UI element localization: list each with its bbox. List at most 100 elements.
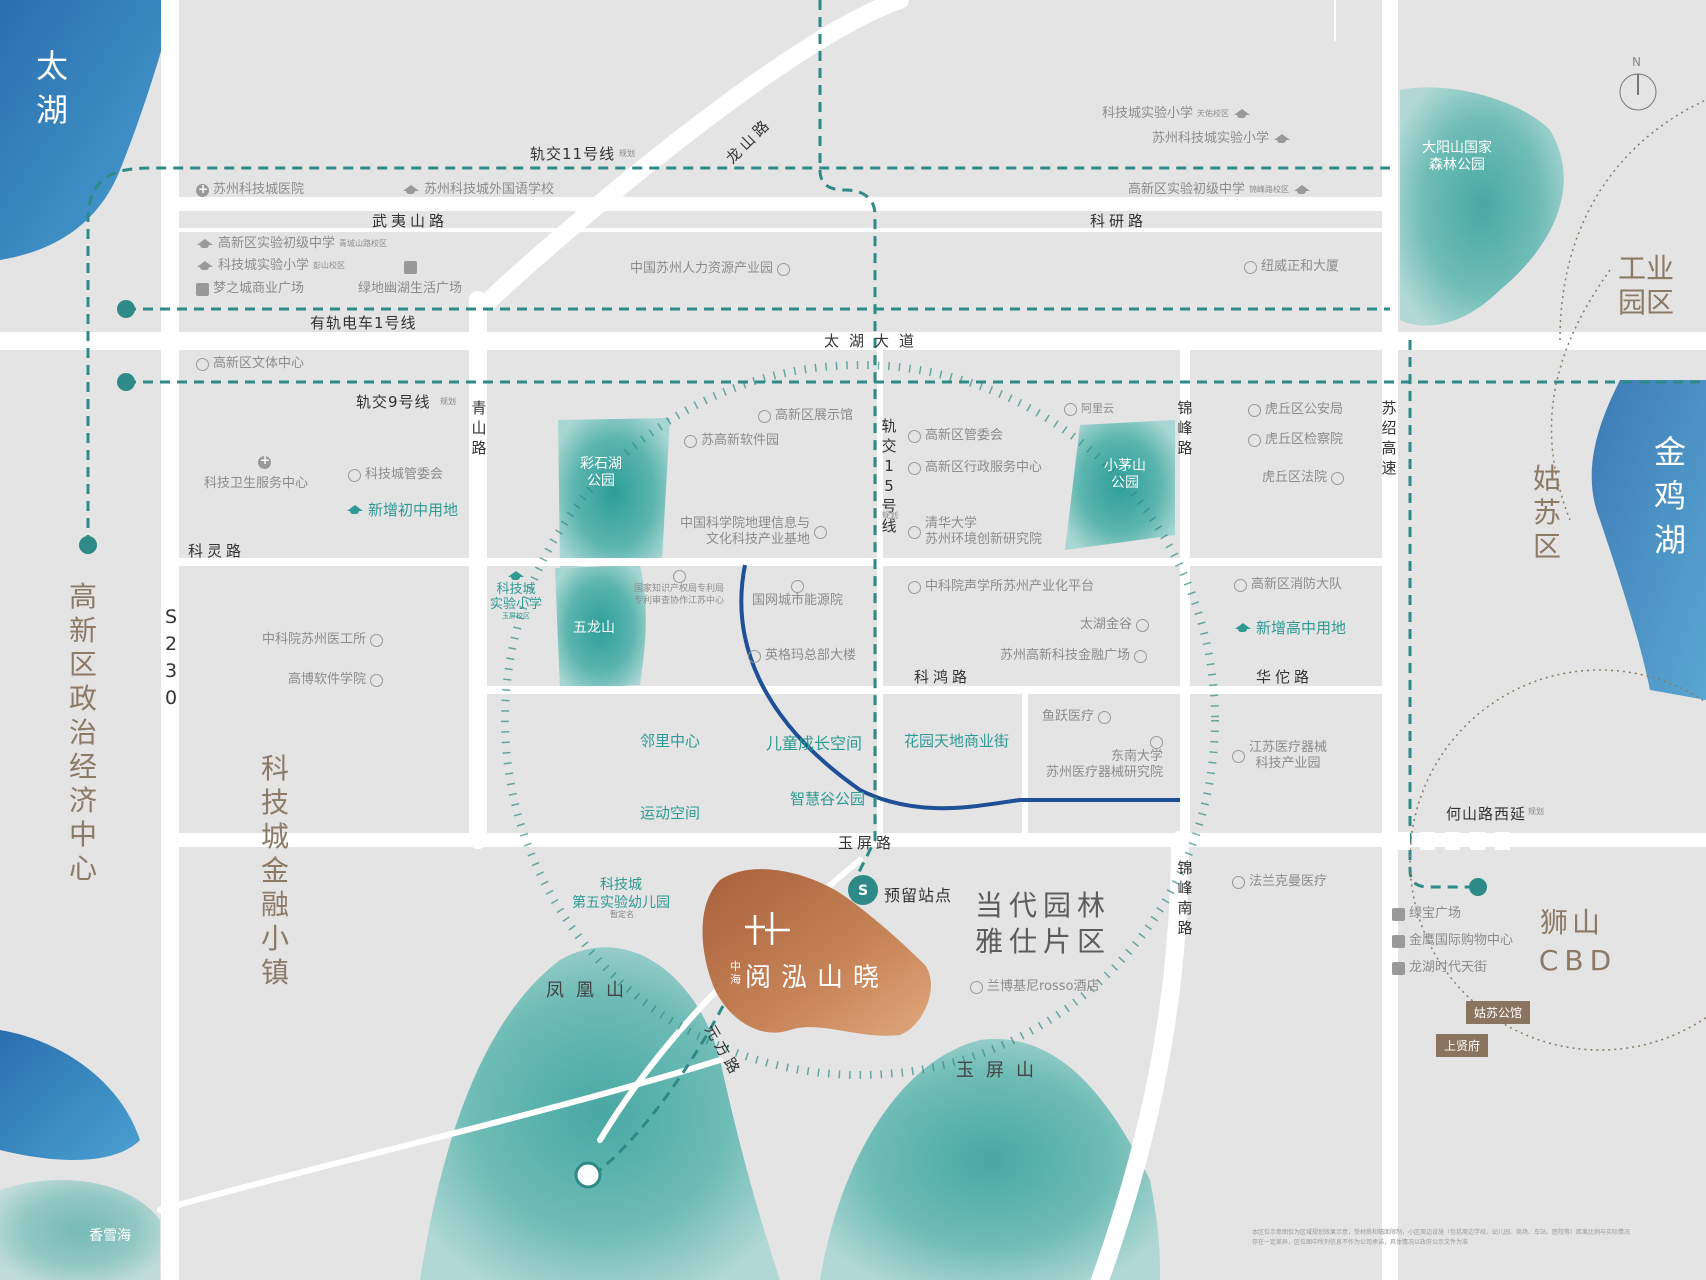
- poi-new-high-school: 新增高中用地: [1234, 620, 1346, 636]
- road-kehong: 科鸿路: [914, 668, 972, 686]
- culture-icon: [196, 357, 209, 371]
- poi-gaobo: 高博软件学院: [288, 672, 384, 688]
- yuping-green: [820, 1039, 1160, 1280]
- disclaimer: 本区位示意图仅为区域规划效果示意，受材质和幅面限制，小区周边设施（包括周边学校、…: [1252, 1229, 1631, 1246]
- shopping-icon: [404, 261, 417, 274]
- building-icon: [970, 980, 983, 994]
- poi-cas-acoustic: 中科院声学所苏州产业化平台: [908, 579, 1094, 595]
- road-suzhao: 苏绍高速: [1381, 399, 1397, 477]
- shopping-icon: [196, 282, 209, 296]
- poi-hr-park: 中国苏州人力资源产业园: [630, 261, 791, 277]
- community-huayuan: 花园天地商业街: [904, 732, 1010, 750]
- poi-software-park: 苏高新软件园: [684, 433, 779, 449]
- district-keji-town: 科技城金融小镇: [260, 752, 289, 989]
- poi-foreign-school: 苏州科技城外国语学校: [402, 182, 554, 198]
- caishihu-green: [558, 418, 670, 568]
- project-area-line1: 当代园林: [975, 889, 1112, 922]
- school-icon: [1273, 133, 1291, 145]
- metro-line11: 轨交11号线: [530, 145, 616, 163]
- reserved-station: 预留站点: [884, 886, 953, 905]
- building-icon: [684, 434, 697, 448]
- poi-engma: 英格玛总部大楼: [748, 648, 856, 664]
- building-icon: [1248, 433, 1261, 447]
- district-gongye: 工业园区: [1617, 252, 1674, 319]
- park-dayangshan: 大阳山国家森林公园: [1422, 140, 1492, 173]
- building-icon: [748, 649, 761, 663]
- metro-line15-note: 规划: [882, 511, 898, 520]
- school-icon: [1233, 108, 1251, 120]
- poi-js-med: 江苏医疗器械科技产业园: [1232, 740, 1327, 772]
- building-icon: [1232, 749, 1245, 763]
- jinjihu-label: 金鸡湖: [1653, 433, 1686, 559]
- community-zhihui: 智慧谷公园: [790, 790, 866, 808]
- building-icon: [1134, 649, 1148, 663]
- poi-health: 科技卫生服务中心: [204, 476, 309, 491]
- poi-alibaba: 阿里云: [1064, 401, 1114, 417]
- metro-line9: 轨交9号线: [356, 393, 431, 411]
- metro-line15: 轨交15号线: [881, 417, 897, 535]
- wulong-green: [555, 565, 646, 690]
- xiangxuehai-green: [0, 1180, 160, 1280]
- building-icon: [1098, 710, 1112, 724]
- svg-text:S: S: [858, 883, 868, 899]
- jinjihu-lake: [1591, 380, 1706, 700]
- building-icon: [791, 580, 804, 593]
- poi-niuwei: 纽威正和大厦: [1244, 259, 1339, 275]
- poi-longhu: 龙湖时代天街: [1392, 960, 1487, 976]
- school-icon: [1234, 622, 1252, 634]
- xiaomaoshan-green: [1065, 420, 1175, 550]
- lake-sw: [0, 1030, 140, 1160]
- poi-taihu-jingu: 太湖金谷: [1080, 617, 1150, 633]
- poi-sz-kj-prim: 苏州科技城实验小学: [1152, 131, 1291, 147]
- building-icon: [1136, 618, 1150, 632]
- poi-new-junior: 新增初中用地: [346, 502, 458, 518]
- building-icon: [908, 525, 921, 539]
- building-icon: [908, 461, 921, 475]
- poi-gx-admin-service: 高新区行政服务中心: [908, 460, 1042, 476]
- hospital-icon: [196, 181, 209, 197]
- park-xiangxuehai: 香雪海: [89, 1228, 131, 1244]
- road-jinfeng-south: 锦峰南路: [1177, 859, 1193, 937]
- kindergarten-line2: 第五实验幼儿园: [572, 895, 670, 911]
- poi-hospital: 苏州科技城医院: [196, 181, 304, 198]
- river: [739, 564, 1180, 811]
- poi-patent: 国家知识产权局专利局专利审查协作江苏中心: [634, 570, 724, 607]
- metro-line9-note: 规划: [440, 397, 456, 406]
- building-icon: [1331, 471, 1345, 485]
- building-icon: [777, 262, 791, 276]
- park-caishihu: 彩石湖公园: [580, 456, 622, 489]
- poi-court: 虎丘区法院: [1262, 470, 1345, 486]
- poi-kj-prim-tq: 科技城实验小学天佑校区: [1102, 106, 1251, 122]
- poi-culture-sports: 高新区文体中心: [196, 356, 304, 372]
- taihu-lake: [0, 0, 175, 260]
- school-icon: [346, 504, 364, 516]
- district-gaoxin: 高新区政治经济中心: [68, 580, 97, 885]
- school-icon: [507, 570, 525, 582]
- kindergarten-line1: 科技城: [600, 877, 642, 893]
- building-icon: [1064, 402, 1077, 416]
- poi-cas-medical: 中科院苏州医工所: [262, 632, 384, 648]
- compass-north: N: [1632, 55, 1641, 69]
- road-taihu-dadao: 太湖大道: [824, 332, 925, 350]
- road-heshan-west: 何山路西延: [1446, 805, 1527, 823]
- hill-fenghuang: 凤凰山: [546, 980, 636, 1001]
- taihu-label: 太湖: [35, 47, 68, 129]
- health-icon: [258, 453, 271, 469]
- poi-police: 虎丘区公安局: [1248, 402, 1343, 418]
- road-yuping: 玉屏路: [838, 834, 896, 852]
- poi-lvbao: 绿宝广场: [1392, 906, 1461, 922]
- building-icon: [1232, 875, 1245, 889]
- hill-wulong: 五龙山: [573, 620, 615, 636]
- poi-admin-committee: 科技城管委会: [348, 467, 443, 483]
- road-heshan-note: 规划: [1528, 807, 1544, 816]
- poi-procurator: 虎丘区检察院: [1248, 432, 1343, 448]
- building-icon: [814, 525, 828, 539]
- badge-gusu-gongguan: 姑苏公馆: [1466, 1001, 1531, 1024]
- district-shishan: 狮山: [1539, 906, 1604, 939]
- poi-tsinghua: 清华大学苏州环境创新研究院: [908, 516, 1042, 548]
- school-icon: [1293, 184, 1311, 196]
- poi-lamborghini: 兰博基尼rosso酒店: [970, 979, 1100, 995]
- park-xiaomaoshan: 小茅山公园: [1104, 458, 1146, 491]
